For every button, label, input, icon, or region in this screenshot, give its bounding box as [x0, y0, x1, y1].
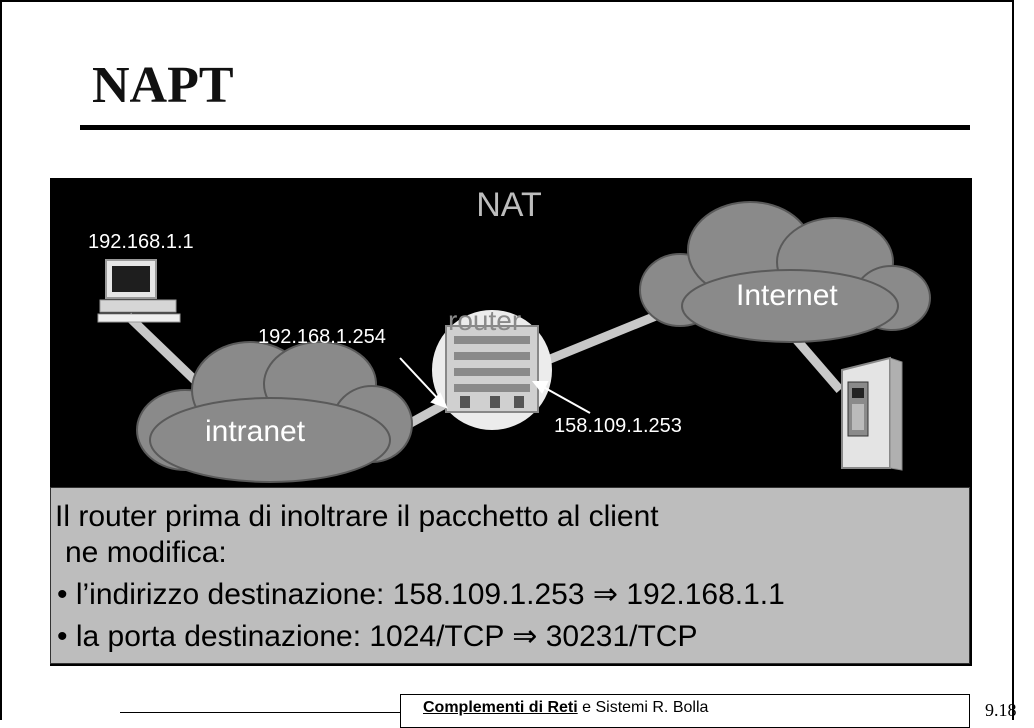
client-computer-icon [97, 259, 181, 323]
nat-heading: NAT [476, 186, 541, 224]
inside-ip-arrow [399, 357, 448, 409]
outside-ip-arrow [531, 381, 591, 414]
explanation-line-1: Il router prima di inoltrare il pacchett… [55, 500, 659, 533]
link-client-intranet [124, 312, 209, 394]
router-outside-ip-label: 158.109.1.253 [554, 415, 682, 437]
router-icon [432, 310, 552, 430]
bullet-destination-port: • la porta destinazione: 1024/TCP ⇒ 3023… [57, 620, 698, 653]
title-underline [80, 125, 970, 130]
slide-frame [0, 0, 1014, 720]
explanation-box: Il router prima di inoltrare il pacchett… [50, 487, 970, 664]
footer-course-box: Complementi di Reti e Sistemi R. Bolla [400, 694, 970, 728]
client-ip-label: 192.168.1.1 [88, 231, 194, 253]
intranet-cloud [136, 341, 413, 483]
internet-label: Internet [736, 279, 838, 312]
bullet-destination-address: • l’indirizzo destinazione: 158.109.1.25… [57, 578, 785, 611]
router-inside-ip-label: 192.168.1.254 [258, 326, 386, 348]
intranet-label: intranet [205, 415, 306, 448]
server-icon [841, 356, 903, 471]
router-label: router [448, 305, 521, 336]
nat-diagram: NAT 192.168.1.1 192.168.1.254 router 158… [88, 186, 931, 483]
footer-course-author: e Sistemi R. Bolla [577, 699, 709, 716]
link-internet-server [791, 335, 844, 393]
slide-title: NAPT [92, 57, 234, 114]
explanation-line-2: ne modifica: [65, 536, 227, 569]
internet-cloud [639, 201, 931, 343]
footer-rule [120, 712, 400, 713]
footer-course-title: Complementi di Reti [423, 699, 578, 716]
page-number: 9.18 [985, 700, 1017, 720]
